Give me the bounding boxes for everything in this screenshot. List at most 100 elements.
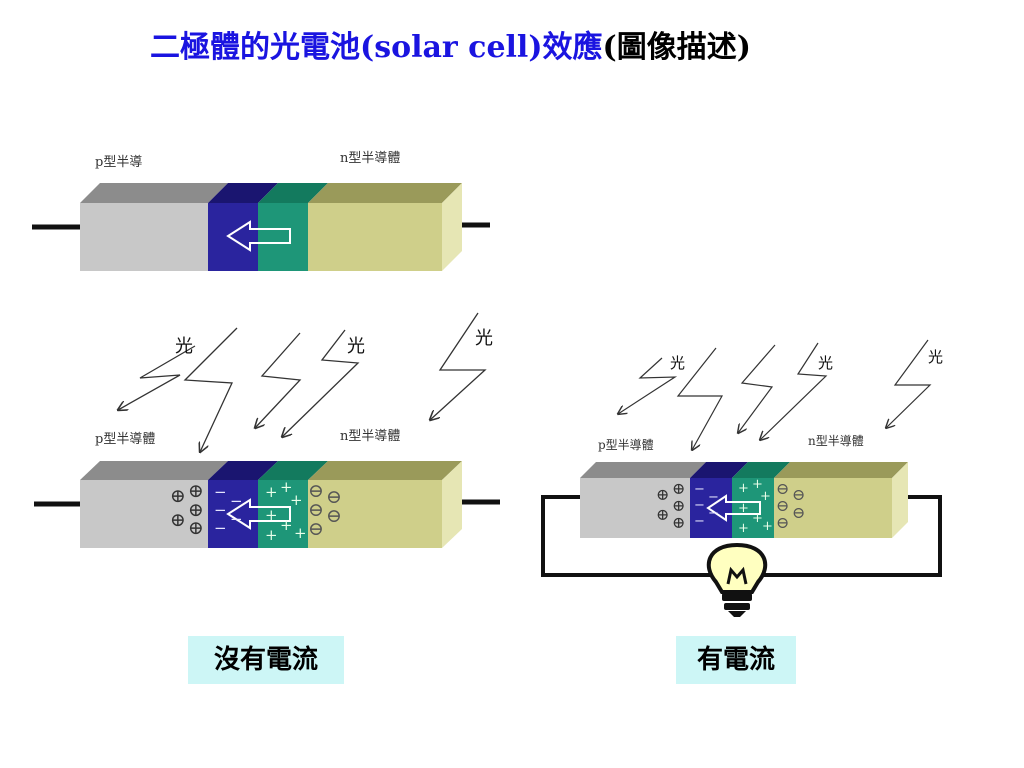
- minus-charge: −: [214, 501, 227, 519]
- plus-charge: +: [290, 491, 303, 509]
- title-paren: (圖像描述): [602, 30, 751, 65]
- minus-charge: −: [214, 519, 227, 537]
- hole-symbol: ⊕: [656, 485, 669, 504]
- electron-symbol: ⊖: [308, 480, 324, 502]
- bl-n-label: n型半導體: [340, 429, 400, 444]
- plus-charge: +: [760, 489, 771, 504]
- bl-n-end-face: [442, 461, 462, 548]
- right-light-ray-1: [618, 357, 678, 414]
- light-bulb-icon: [706, 542, 768, 617]
- minus-charge: −: [708, 506, 719, 521]
- br-p-top-face: [580, 462, 706, 478]
- caption-no-current: 沒有電流: [188, 636, 344, 684]
- hole-symbol: ⊕: [188, 480, 204, 502]
- electron-symbol: ⊖: [792, 503, 805, 522]
- right-light-label-2: 光: [818, 354, 833, 372]
- top-dep-p-top-face: [208, 183, 278, 203]
- minus-charge: −: [230, 492, 243, 510]
- hole-symbol: ⊕: [188, 517, 204, 539]
- br-n-region: [774, 478, 892, 538]
- top-n-top-face: [308, 183, 462, 203]
- br-dep-n-top-face: [732, 462, 790, 478]
- top-n-end-face: [442, 183, 462, 271]
- br-holes: ⊕ ⊕ ⊕ ⊕ ⊕: [656, 479, 685, 532]
- minus-charge: −: [708, 490, 719, 505]
- bl-electrons: ⊖ ⊖ ⊖ ⊖ ⊖: [308, 480, 342, 540]
- br-minus-charges: − − − − −: [694, 482, 719, 529]
- br-depletion-p: [690, 478, 732, 538]
- hole-symbol: ⊕: [170, 509, 186, 531]
- hole-symbol: ⊕: [656, 505, 669, 524]
- br-plus-charges: + + + + + + +: [738, 477, 773, 536]
- bl-dep-p-top-face: [208, 461, 278, 480]
- plus-charge: +: [738, 501, 749, 516]
- electron-symbol: ⊖: [308, 499, 324, 521]
- top-n-region: [308, 203, 442, 271]
- left-light-ray-2: [183, 327, 238, 452]
- plus-charge: +: [265, 483, 278, 501]
- electron-symbol: ⊖: [308, 518, 324, 540]
- top-n-label: n型半導體: [340, 151, 400, 166]
- right-light-ray-3: [738, 344, 776, 433]
- bl-depletion-n: [258, 480, 308, 548]
- electron-symbol: ⊖: [326, 486, 342, 508]
- plus-charge: +: [752, 477, 763, 492]
- top-p-region: [80, 203, 208, 271]
- bl-n-top-face: [308, 461, 462, 480]
- hole-symbol: ⊕: [672, 496, 685, 515]
- circuit-wire: [762, 495, 942, 577]
- br-electrons: ⊖ ⊖ ⊖ ⊖ ⊖: [776, 479, 805, 532]
- plus-charge: +: [280, 478, 293, 496]
- electron-symbol: ⊖: [776, 479, 789, 498]
- plus-charge: +: [265, 506, 278, 524]
- left-light-ray-4: [282, 329, 360, 437]
- minus-charge: −: [230, 510, 243, 528]
- br-field-arrow: [706, 494, 761, 522]
- hole-symbol: ⊕: [672, 479, 685, 498]
- top-depletion-n: [258, 203, 308, 271]
- top-dep-n-top-face: [258, 183, 328, 203]
- left-light-ray-3: [255, 332, 302, 428]
- electron-symbol: ⊖: [776, 496, 789, 515]
- hole-symbol: ⊕: [188, 499, 204, 521]
- br-n-label: n型半導體: [808, 434, 864, 448]
- bottom-left-diode: 光 光 光 ⊕ ⊕ ⊕ ⊕ ⊕ ⊖ ⊖: [34, 312, 500, 548]
- bottom-right-diode: 光 光 光 ⊕ ⊕ ⊕ ⊕ ⊕ ⊖: [541, 339, 943, 617]
- right-light-label-3: 光: [928, 348, 943, 366]
- top-field-arrow: [226, 220, 291, 252]
- slide-title: 二極體的光電池(solar cell)效應(圖像描述): [150, 22, 980, 66]
- bl-n-region: [308, 480, 442, 548]
- br-dep-p-top-face: [690, 462, 748, 478]
- left-light-ray-1: [118, 345, 196, 410]
- bl-plus-charges: + + + + + + +: [265, 478, 307, 544]
- plus-charge: +: [738, 521, 749, 536]
- top-diode: p型半導 n型半導體: [32, 151, 490, 271]
- plus-charge: +: [294, 524, 307, 542]
- bl-field-arrow: [226, 498, 291, 530]
- electron-symbol: ⊖: [792, 485, 805, 504]
- minus-charge: −: [214, 483, 227, 501]
- br-p-region: [580, 478, 690, 538]
- br-p-label: p型半導體: [598, 438, 654, 452]
- hole-symbol: ⊕: [170, 485, 186, 507]
- bl-holes: ⊕ ⊕ ⊕ ⊕ ⊕: [170, 480, 204, 539]
- plus-charge: +: [762, 519, 773, 534]
- circuit-wire: [541, 495, 712, 577]
- br-depletion-n: [732, 478, 774, 538]
- top-depletion-p: [208, 203, 258, 271]
- top-p-top-face: [80, 183, 228, 203]
- bl-p-label: p型半導體: [95, 432, 155, 447]
- right-light-ray-5: [886, 339, 932, 428]
- plus-charge: +: [752, 511, 763, 526]
- bl-dep-n-top-face: [258, 461, 328, 480]
- top-p-label: p型半導: [95, 155, 142, 170]
- plus-charge: +: [265, 526, 278, 544]
- left-light-ray-5: [430, 312, 487, 420]
- plus-charge: +: [280, 516, 293, 534]
- right-light-ray-2: [676, 347, 724, 450]
- caption-with-current: 有電流: [676, 636, 796, 684]
- minus-charge: −: [694, 514, 705, 529]
- bl-p-region: [80, 480, 208, 548]
